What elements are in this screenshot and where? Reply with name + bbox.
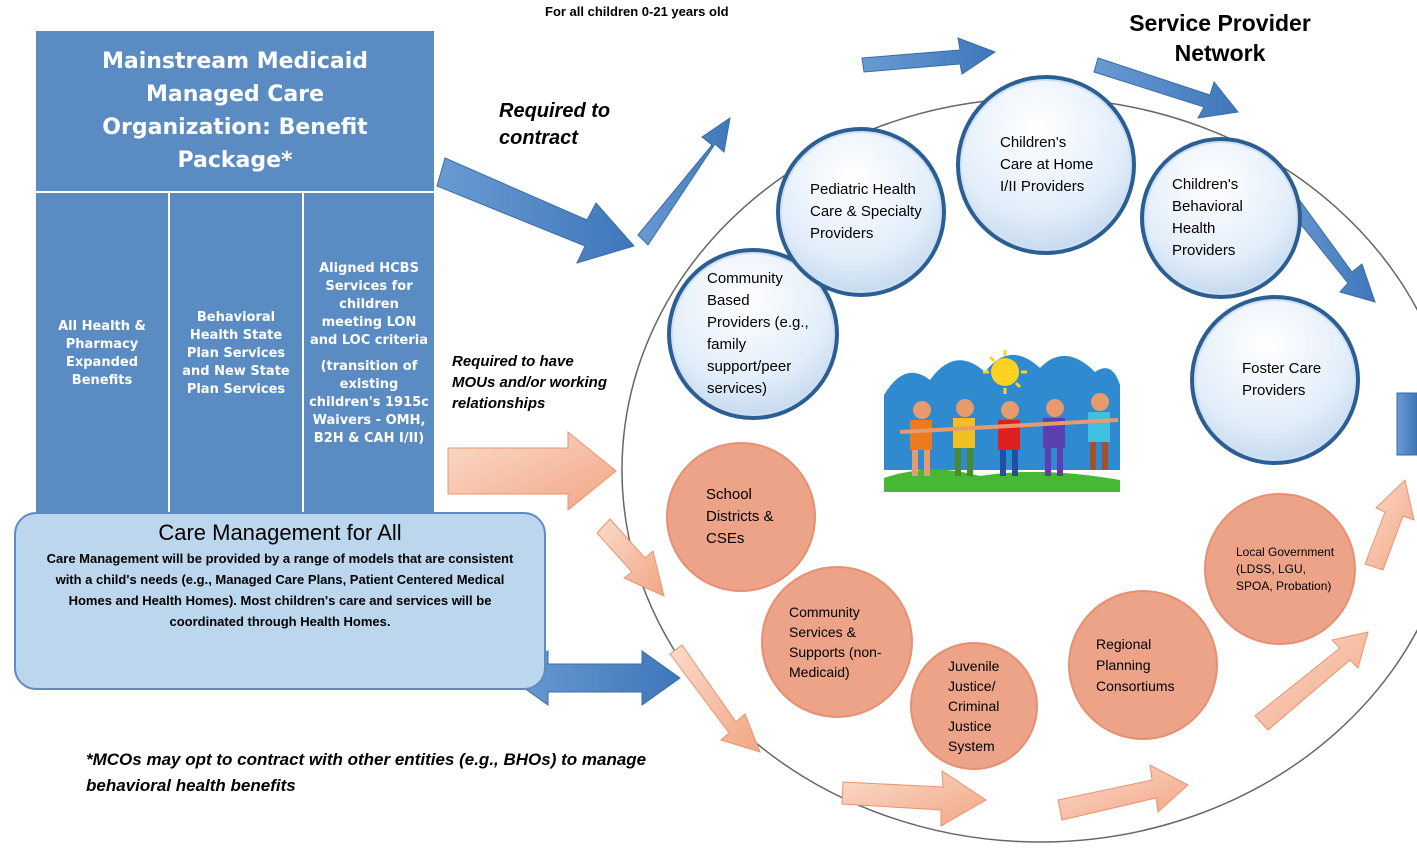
hcbs-subtext: (transition of existing children's 1915c… — [309, 359, 429, 446]
provider-care-at-home: Children's Care at Home I/II Providers — [956, 75, 1136, 255]
care-link-arrow — [509, 650, 681, 706]
care-management-title: Care Management for All — [158, 520, 402, 545]
mous-arrow — [447, 430, 617, 512]
partner-label: Juvenile Justice/ Criminal Justice Syste… — [948, 658, 1000, 754]
hcbs-text: Aligned HCBS Services for children meeti… — [309, 261, 429, 348]
provider-behavioral-health: Children's Behavioral Health Providers — [1140, 137, 1302, 299]
network-title: Service Provider Network — [1129, 10, 1311, 66]
partner-local-government: Local Government (LDSS, LGU, SPOA, Proba… — [1204, 493, 1356, 645]
provider-foster-care: Foster Care Providers — [1190, 295, 1360, 465]
provider-pediatric: Pediatric Health Care & Specialty Provid… — [776, 127, 946, 297]
mco-header: Mainstream Medicaid Managed Care Organiz… — [36, 31, 434, 191]
partner-justice-system: Juvenile Justice/ Criminal Justice Syste… — [910, 642, 1038, 770]
benefit-column-hcbs: Aligned HCBS Services for children meeti… — [304, 193, 434, 515]
cycle-arrows-blue — [637, 37, 1417, 456]
partner-school-districts: School Districts & CSEs — [666, 442, 816, 592]
partner-regional-planning: Regional Planning Consortiums — [1068, 590, 1218, 740]
benefit-column-health: All Health & Pharmacy Expanded Benefits — [36, 193, 168, 515]
partner-community-services: Community Services & Supports (non-Medic… — [761, 566, 913, 718]
care-management-box: Care Management for All Care Management … — [14, 512, 546, 690]
cycle-arrows-orange — [596, 479, 1415, 827]
provider-label: Foster Care Providers — [1242, 360, 1322, 399]
provider-label: Children's Care at Home I/II Providers — [1000, 134, 1094, 195]
partner-label: Community Services & Supports (non-Medic… — [789, 604, 882, 680]
benefit-column-behavioral: Behavioral Health State Plan Services an… — [170, 193, 302, 515]
provider-label: Pediatric Health Care & Specialty Provid… — [810, 181, 922, 242]
footnote: *MCOs may opt to contract with other ent… — [86, 750, 647, 795]
partner-label: Local Government (LDSS, LGU, SPOA, Proba… — [1236, 544, 1335, 593]
required-to-contract-label: Required to contract — [499, 100, 611, 149]
partner-label: Regional Planning Consortiums — [1096, 635, 1175, 694]
children-holding-hands-illustration — [884, 350, 1120, 492]
contract-arrow — [436, 157, 635, 264]
provider-label: Children's Behavioral Health Providers — [1172, 176, 1243, 259]
care-management-body: Care Management will be provided by a ra… — [46, 551, 514, 629]
partner-label: School Districts & CSEs — [706, 486, 774, 547]
population-caption: For all children 0-21 years old — [545, 4, 729, 19]
required-mous-label: Required to have MOUs and/or working rel… — [452, 353, 608, 412]
provider-label: Community Based Providers (e.g., family … — [707, 270, 809, 397]
